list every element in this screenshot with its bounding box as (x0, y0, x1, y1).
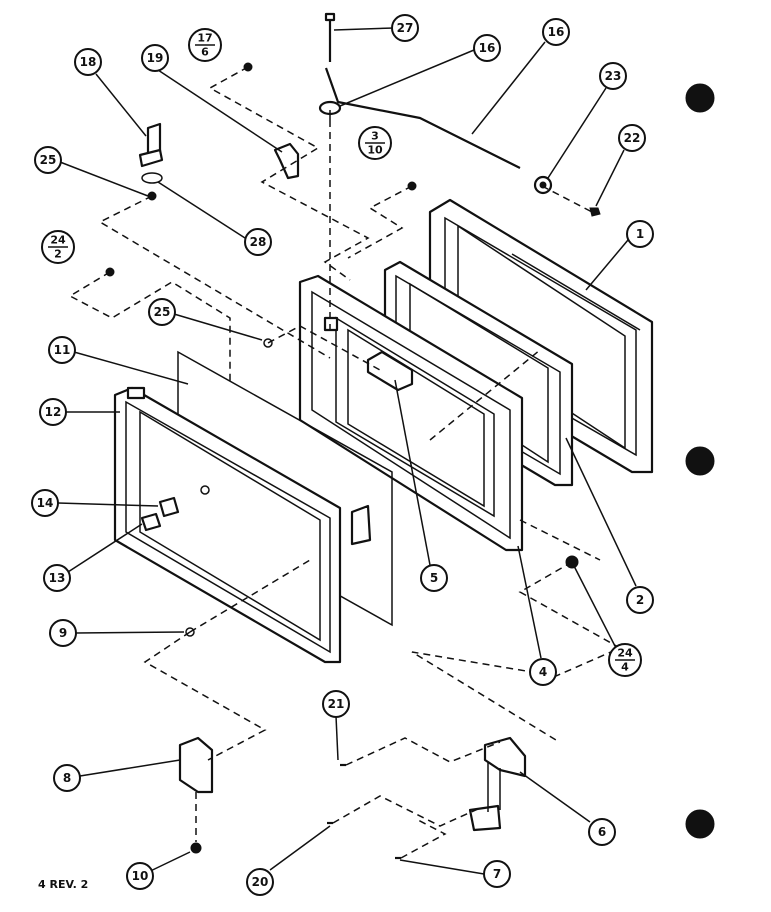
callout-7: 7 (483, 860, 511, 888)
callout-25-label: 25 (40, 153, 57, 167)
callout-27-label: 27 (397, 21, 414, 35)
callout-23-label: 23 (605, 69, 622, 83)
callout-20-label: 20 (252, 875, 269, 889)
fraction-3-10-denominator: 10 (367, 144, 383, 157)
fraction-24-4-denominator: 4 (621, 661, 629, 674)
callout-16-rod-end-label: 16 (548, 25, 565, 39)
callout-6-label: 6 (598, 825, 606, 839)
callout-8: 8 (53, 764, 81, 792)
callout-23: 23 (599, 62, 627, 90)
callout-14-label: 14 (37, 496, 54, 510)
part-6-hinge-bracket (468, 736, 527, 832)
callout-19-label: 19 (147, 51, 164, 65)
callout-9-label: 9 (59, 626, 67, 640)
callout-16: 16 (473, 34, 501, 62)
callout-4: 4 (529, 658, 557, 686)
callout-12: 12 (39, 398, 67, 426)
callout-12-label: 12 (45, 405, 62, 419)
callout-5-label: 5 (430, 571, 438, 585)
part-5-handle (366, 350, 414, 392)
registration-dot-bottom (685, 809, 715, 839)
callout-21: 21 (322, 690, 350, 718)
part-8-bracket (178, 736, 214, 854)
callout-6: 6 (588, 818, 616, 846)
part-18-hinge-bracket (138, 122, 164, 201)
fraction-callout-3-10: 3 10 (358, 126, 392, 160)
leader-lines (57, 27, 637, 877)
callout-27: 27 (391, 14, 419, 42)
callout-25-lower-label: 25 (154, 305, 171, 319)
callout-5: 5 (420, 564, 448, 592)
callout-18-label: 18 (80, 55, 97, 69)
fraction-24-2-numerator: 24 (50, 234, 66, 247)
callout-11: 11 (48, 336, 76, 364)
callout-28-label: 28 (250, 235, 267, 249)
fraction-callout-17-6: 17 6 (188, 28, 222, 62)
callout-20: 20 (246, 868, 274, 896)
callout-28: 28 (244, 228, 272, 256)
callout-8-label: 8 (63, 771, 71, 785)
part-13-bracket (140, 512, 162, 532)
revision-label: 4 REV. 2 (38, 878, 89, 891)
callout-1-label: 1 (636, 227, 644, 241)
callout-21-label: 21 (328, 697, 345, 711)
callout-7-label: 7 (493, 867, 501, 881)
callout-25: 25 (34, 146, 62, 174)
fraction-17-6-denominator: 6 (201, 46, 209, 59)
callout-13-label: 13 (49, 571, 66, 585)
callout-9: 9 (49, 619, 77, 647)
part-14-bracket (158, 496, 180, 518)
part-22-nut (589, 207, 601, 217)
fraction-3-10-numerator: 3 (371, 130, 379, 143)
callout-10: 10 (126, 862, 154, 890)
part-19-hinge (273, 142, 300, 180)
fraction-24-2-denominator: 2 (54, 248, 62, 261)
assembly-lines (68, 66, 622, 859)
callout-22: 22 (618, 124, 646, 152)
registration-dot-middle (685, 446, 715, 476)
part-16-rod (318, 67, 521, 169)
callout-14: 14 (31, 489, 59, 517)
part-27-screw (324, 12, 336, 62)
callout-2: 2 (626, 586, 654, 614)
callout-11-label: 11 (54, 343, 71, 357)
part-4-door-frame (298, 274, 524, 552)
callout-10-label: 10 (132, 869, 149, 883)
callout-4-label: 4 (539, 665, 547, 679)
part-12-front-frame (113, 386, 372, 664)
fraction-callout-24-2: 24 2 (41, 230, 75, 264)
callout-13: 13 (43, 564, 71, 592)
callout-16-label: 16 (479, 41, 496, 55)
callout-16-rod-end: 16 (542, 18, 570, 46)
fraction-24-4-numerator: 24 (617, 647, 633, 660)
callout-22-label: 22 (624, 131, 641, 145)
callout-1: 1 (626, 220, 654, 248)
callout-19: 19 (141, 44, 169, 72)
fraction-callout-24-4: 24 4 (608, 643, 642, 677)
callout-25-lower: 25 (148, 298, 176, 326)
registration-dot-top (685, 83, 715, 113)
callout-18: 18 (74, 48, 102, 76)
fraction-17-6-numerator: 17 (197, 32, 212, 45)
callout-2-label: 2 (636, 593, 644, 607)
